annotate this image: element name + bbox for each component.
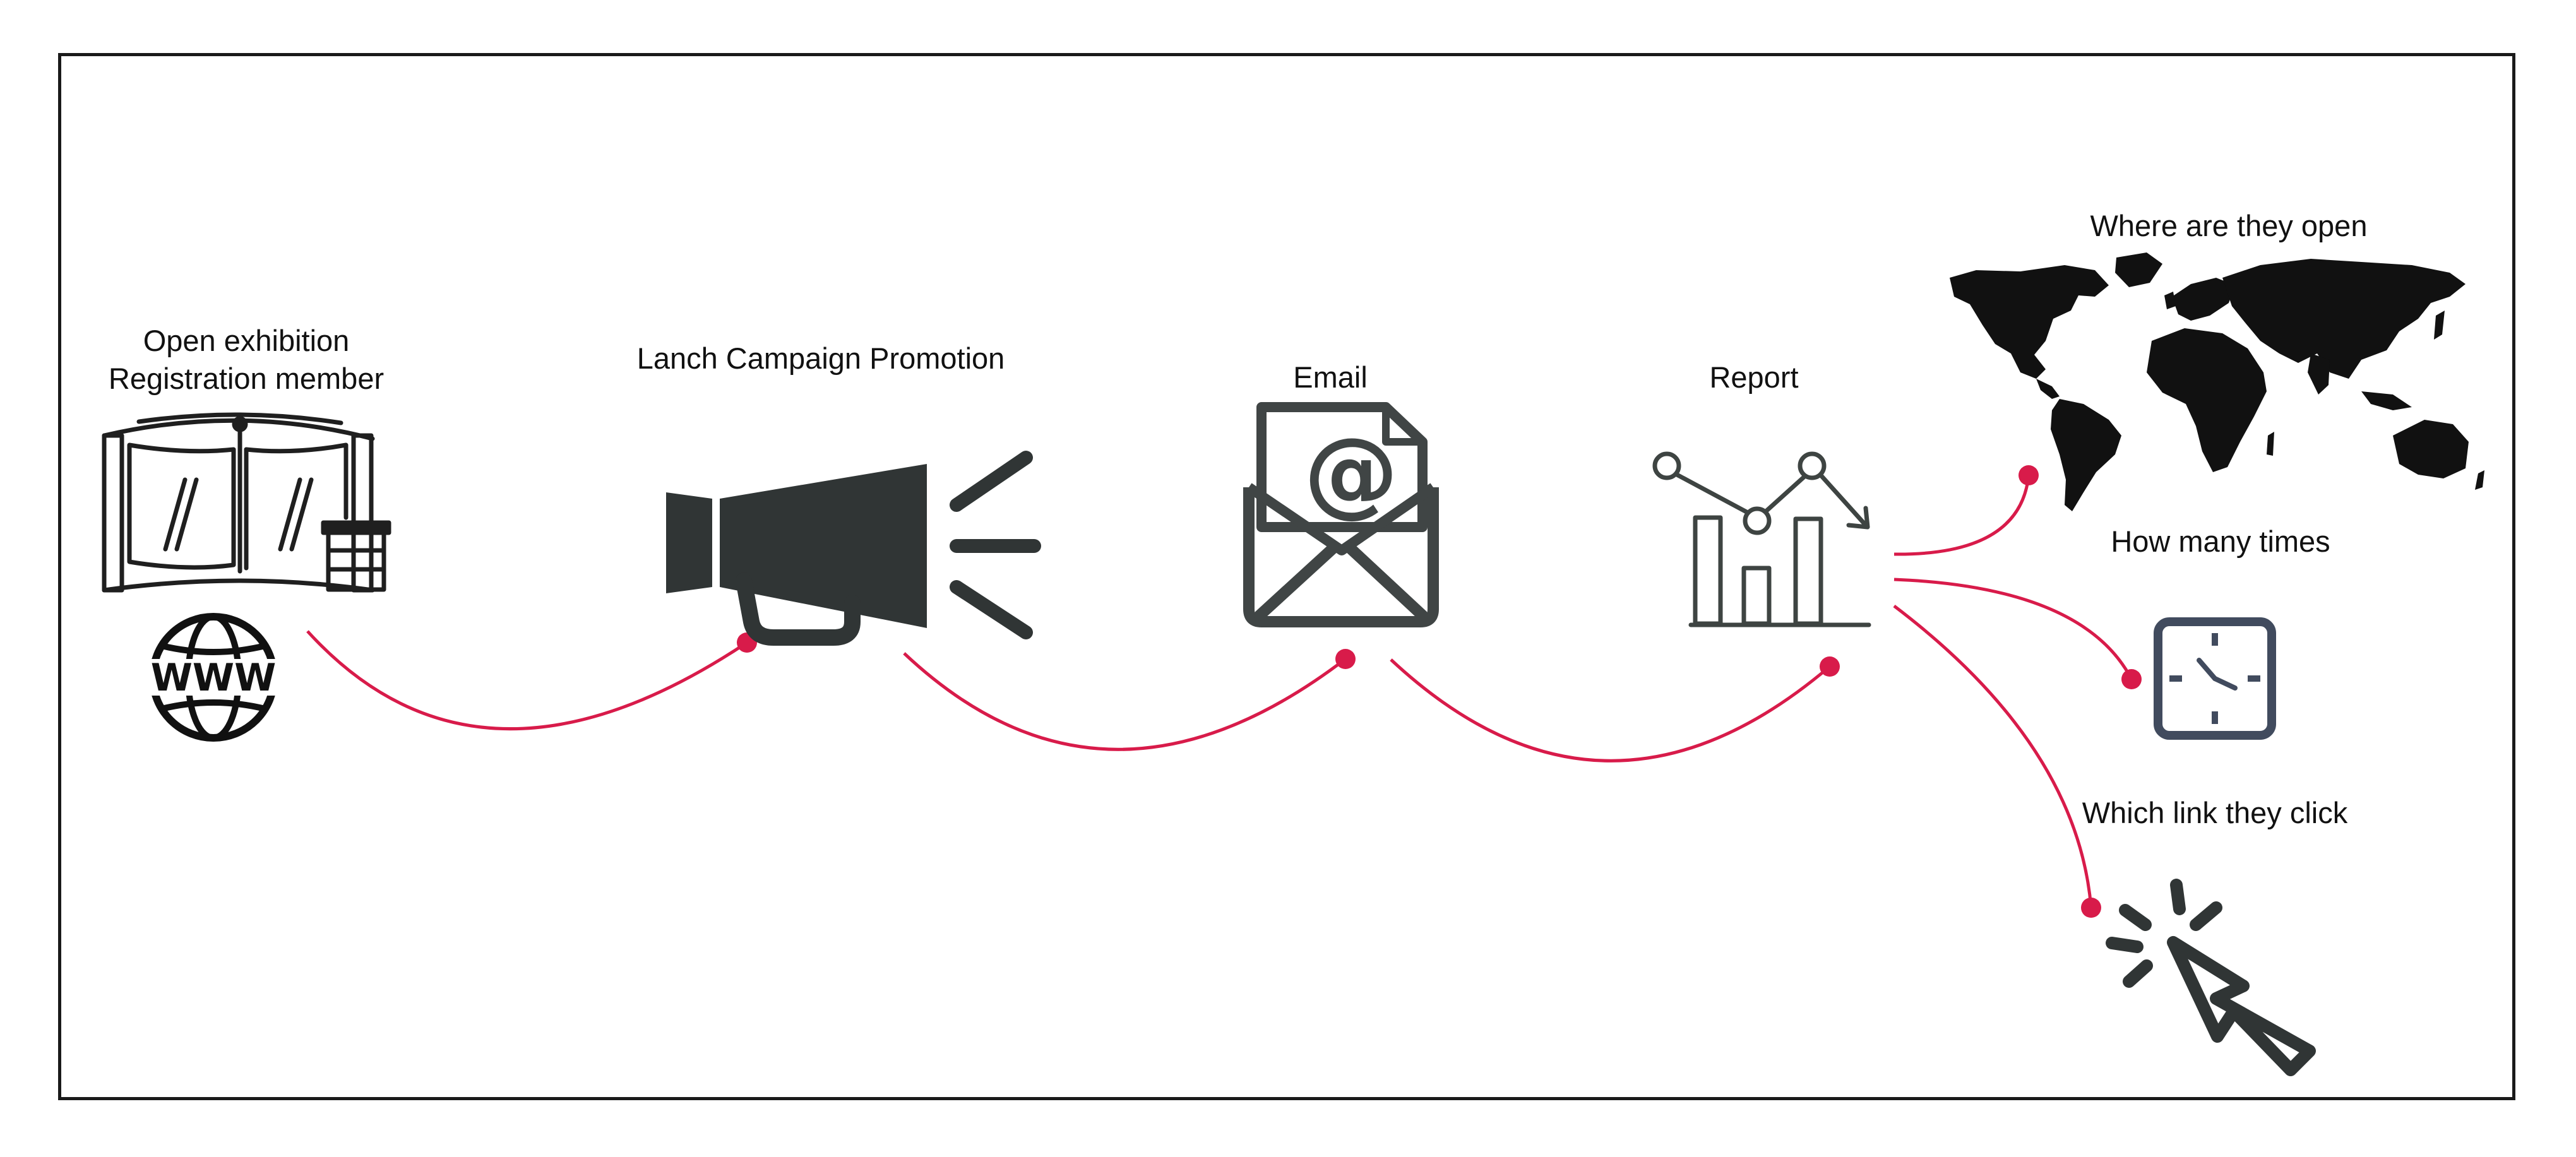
registration-label-line1: Open exhibition (143, 324, 350, 357)
exhibition-booth-icon (102, 412, 391, 593)
svg-text:WWW: WWW (151, 656, 277, 700)
connector-email-report (1390, 656, 1840, 762)
megaphone-icon (666, 451, 1041, 646)
connector-report-map (1893, 465, 2039, 556)
connector-campaign-email (903, 649, 1356, 751)
email-label: Email (1293, 360, 1368, 394)
www-globe-icon: WWW (143, 613, 284, 742)
registration-label-line2: Registration member (108, 362, 385, 395)
email-envelope-icon: @ (1243, 402, 1439, 627)
world-map-icon (1950, 252, 2484, 511)
connector-report-clock (1893, 578, 2142, 689)
campaign-label: Lanch Campaign Promotion (636, 341, 1005, 375)
report-label: Report (1709, 360, 1799, 394)
outcome-label-where-open: Where are they open (2090, 209, 2368, 242)
report-chart-icon (1652, 451, 1871, 627)
connector-registration-campaign (306, 630, 757, 730)
connector-report-cursor (1893, 605, 2101, 918)
outcome-label-how-many-times: How many times (2111, 525, 2330, 558)
svg-text:@: @ (1304, 418, 1398, 528)
outcome-label-which-link: Which link they click (2082, 796, 2348, 829)
registration-label: Open exhibition Registration member (109, 322, 384, 398)
clock-icon (2154, 617, 2276, 740)
diagram-frame (58, 53, 2515, 1100)
cursor-click-icon (2106, 879, 2316, 1076)
